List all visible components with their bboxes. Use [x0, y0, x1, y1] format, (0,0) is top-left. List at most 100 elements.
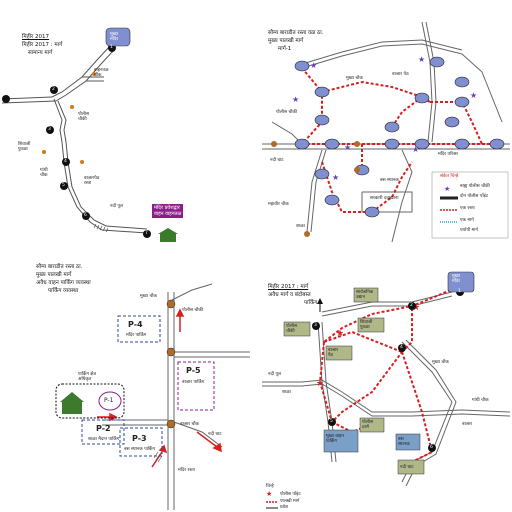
route-map-2-svg: ★ ★ ★ ★ ★ ★ ★ · ★ [262, 21, 510, 243]
p1-start-label: मुख्य मंदिर [110, 32, 119, 42]
p4-title-3: पार्किंग [304, 300, 318, 306]
p1-num-3: 3 [48, 127, 51, 132]
p2-label-2: बाजार पेठ [392, 72, 409, 77]
p4-num-3: 3 [314, 323, 317, 328]
p2-label-9: शाळा [296, 224, 305, 229]
p4-label-4: शाळा [282, 390, 291, 395]
route-map-1-svg [2, 27, 178, 242]
p1-num-6: 6 [84, 213, 87, 218]
p4-title-2: अवैध मार्ग व बंदोबस्त [268, 292, 311, 298]
p3-label-1: मुख्य चौक [140, 294, 157, 299]
p2-legend-title: संकेत चिन्हे [440, 174, 459, 179]
p4-legend-item-1: पोलीस पॉइंट [280, 492, 301, 497]
p4-box8: नदी घाट [400, 465, 414, 470]
p1-num-7: 7 [145, 231, 148, 236]
p3-p1: P-1 [104, 397, 114, 404]
p3-title-4: पार्किंग व्यवस्था [48, 288, 79, 294]
p4-legend-title: चिन्हे [266, 484, 274, 489]
p4-legend-item-2: पालखी मार्ग [280, 499, 300, 504]
p2-legend-item-2: दोन पोलीस पॉइंट [460, 194, 489, 199]
route-map-3-svg: ★★★ ★★ ★ [262, 271, 510, 509]
p4-box6: पोलीस ठाणे [362, 420, 373, 430]
svg-text:★: ★ [412, 303, 420, 313]
p1-n7-label: नदी पूल [110, 204, 124, 209]
p3-label-4: बाजार चौक [180, 422, 199, 427]
p3-p3-sub: बस स्थानक पार्किंग [124, 447, 156, 452]
p2-title-3: मार्ग-1 [278, 46, 292, 52]
p4-label-1: मुख्य चौक [432, 360, 449, 365]
p2-label-4: नदी घाट [270, 158, 284, 163]
panel-route-map-2: ★ ★ ★ ★ ★ ★ ★ · ★ सौम्य बाराडीत रस्ता वळ ठा.… [262, 2, 510, 250]
panel-route-map-1: मिहीर 2017 मिहीर 2017 : मार्ग सामान्य मा… [2, 2, 250, 250]
p2-legend-item-5: पर्यायी मार्ग [460, 228, 478, 233]
p4-label-3: नदी पूल [268, 372, 282, 377]
p2-label-7: सरकारी दवाखाना [370, 196, 399, 201]
p2-legend-item-3: एक रस्ता [460, 206, 475, 211]
p1-n2-label: वाहनतळ चौक [94, 68, 109, 78]
parking-map-svg [55, 283, 250, 510]
p1-num-1: 1 [110, 45, 113, 50]
p1-n6-label: बाजारपेठ रस्ता [84, 176, 100, 186]
p3-label-3: नदी घाट [208, 432, 222, 437]
p4-box7: बस स्थानक [398, 437, 410, 447]
p1-n4-label: शिवाजी पुतळा [18, 142, 31, 152]
p2-legend-item-4: एक मार्ग [460, 218, 474, 223]
p4-legend-item-3: प्रवेश [280, 505, 289, 510]
p3-p5-sub: बाजार पार्किंग [182, 380, 205, 385]
p3-p2-sub: शाळा मैदान पार्किंग [88, 437, 120, 442]
p3-p4-sub: मंदिर पार्किंग [126, 333, 147, 338]
p4-title-1: मिहीर 2017 : मार्ग [268, 284, 309, 290]
svg-text:★: ★ [316, 379, 324, 389]
svg-text:★: ★ [418, 55, 425, 64]
p1-badge-line1: मंदिर प्रवेशद्वार [154, 205, 180, 211]
p4-num-4: 4 [400, 345, 403, 350]
svg-text:★: ★ [444, 185, 450, 193]
p3-p1-caption: पार्किंग क्षेत्र अधिकृत [78, 372, 97, 382]
p3-label-5: मंदिर रस्ता [178, 468, 195, 473]
p4-box5: मुख्य वाहन पार्किंग [326, 434, 344, 444]
p1-num-2: 2 [52, 87, 55, 92]
svg-text:★: ★ [310, 61, 317, 70]
p2-title-2: मुख्य पालखी मार्ग [268, 38, 304, 44]
start-box [105, 27, 131, 47]
svg-text:★: ★ [292, 95, 299, 104]
p3-title-2: मुख्य पालखी मार्ग [36, 272, 72, 278]
svg-text:★: ★ [344, 143, 351, 152]
p3-p4: P-4 [128, 320, 143, 329]
panel-parking-map: सौम्य बाराडीत रस्ता ठा. मुख्य पालखी मार्… [2, 262, 250, 510]
p1-title-2: मिहीर 2017 : मार्ग [22, 42, 63, 48]
p2-title-1: सौम्य बाराडीत रस्ता वळ ठा. [268, 30, 324, 36]
svg-text:★: ★ [412, 145, 419, 154]
p3-p5: P-5 [186, 366, 201, 375]
p1-title-1: मिहीर 2017 [22, 34, 50, 40]
p2-label-6: बस स्थानक [380, 178, 399, 183]
p1-n5-label: गांधी चौक [40, 168, 48, 178]
p1-num-4: 4 [64, 159, 67, 164]
svg-text:★: ★ [266, 490, 272, 498]
p4-num-2: 2 [410, 303, 413, 308]
p4-label-5: बाजार [462, 422, 473, 427]
p4-box3: शिवाजी पुतळा [360, 320, 373, 330]
svg-text:★: ★ [470, 91, 477, 100]
p2-label-5: मंदिर परिसर [438, 152, 458, 157]
p3-title-1: सौम्य बाराडीत रस्ता ठा. [36, 264, 83, 270]
p4-box1: सार्वजनिक उद्यान [356, 290, 374, 300]
p3-title-3: अवैध वाहन पार्किंग व्यवस्था [36, 280, 91, 286]
svg-text:·: · [456, 177, 458, 183]
p4-box4: बाजार पेठ [328, 348, 339, 358]
p3-p2: P-2 [96, 424, 111, 433]
p1-n3-label: पोलीस चौकी [78, 112, 89, 122]
svg-text:★: ★ [336, 329, 344, 339]
p1-badge-line2: वाहन वाहनतळ [154, 211, 182, 217]
p2-label-3: पोलीस चौकी [276, 110, 298, 115]
svg-text:★: ★ [332, 173, 339, 182]
p3-p3: P-3 [132, 434, 147, 443]
p4-label-2: गांधी चौक [472, 398, 489, 403]
p1-title-3: सामान्य मार्ग [28, 50, 53, 56]
p3-label-2: पोलीस चौकी [182, 308, 204, 313]
p4-num-1: 1 [458, 289, 461, 294]
p2-label-1: मुख्य चौक [346, 76, 363, 81]
panel-route-map-3: ★★★ ★★ ★ मिहीर 2017 : मार्ग अवैध मार्ग व… [262, 262, 510, 510]
p2-label-8: महावीर चौक [268, 202, 289, 207]
p2-legend-item-1: बाह्य पोलीस चौकी [460, 184, 490, 189]
